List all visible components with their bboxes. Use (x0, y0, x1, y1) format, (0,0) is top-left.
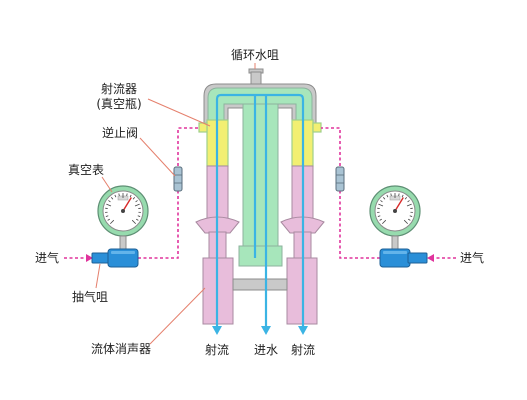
gauge-tick (132, 197, 135, 200)
label-jet-out-right: 射流 (291, 342, 315, 357)
left-suction-nozzle (91, 252, 111, 264)
air-suction-lines (64, 127, 456, 262)
left-valve-shine (111, 251, 135, 254)
callout-check-valve (139, 137, 176, 177)
left-air-inlet-arrowhead (86, 254, 93, 262)
gauge-tick (378, 203, 384, 207)
labels: 循环水咀 射流器 (真空瓶) 逆止阀 真空表 进气 抽气咀 流体消声器 射流 进… (35, 48, 484, 357)
label-air-inlet-left: 进气 (35, 250, 59, 265)
gauge-tick (390, 193, 392, 197)
gauge-tick (108, 200, 111, 203)
gauge-tick (406, 203, 412, 207)
callout-fluid-silencer (149, 287, 206, 345)
gauge-tick (118, 193, 120, 197)
right-suction-valve (379, 248, 428, 268)
jet-flow-line (215, 93, 305, 328)
label-jet-out-left: 射流 (205, 342, 229, 357)
label-air-inlet-right: 进气 (460, 250, 484, 265)
right-suction-nozzle (407, 252, 428, 264)
gauge-tick (126, 193, 128, 197)
water-in-arrowhead (261, 326, 271, 335)
gauge-tick (111, 197, 114, 200)
gauge-tick (129, 194, 132, 198)
label-water-in: 进水 (254, 343, 278, 357)
left-suction-line (138, 127, 199, 259)
gauge-tick (107, 218, 110, 221)
right-suction-line (321, 127, 380, 259)
silencer-crossbar (232, 278, 288, 291)
water-flow (212, 93, 308, 335)
right-air-stub (312, 122, 322, 133)
gauge-tick (398, 193, 400, 197)
label-circulating-water-nozzle: 循环水咀 (231, 48, 279, 62)
left-check-valve (173, 166, 183, 192)
left-suction-valve (91, 248, 139, 268)
right-gauge-stem (391, 235, 399, 251)
gauge-tick (377, 215, 381, 217)
gauge-tick (380, 200, 383, 203)
gauge-tick (404, 197, 407, 200)
callout-ejector (147, 98, 211, 127)
gauge-tick (401, 194, 404, 198)
gauge-needle (122, 197, 132, 212)
center-water-box (238, 245, 283, 267)
circulating-water-nozzle (248, 68, 264, 87)
gauge-tick (135, 200, 138, 203)
gauge-tick (409, 215, 413, 217)
label-suction-nozzle: 抽气咀 (72, 289, 108, 304)
gauge-tick (114, 194, 117, 198)
gauge-tick (407, 200, 410, 203)
gauge-needle (394, 197, 404, 212)
right-valve-shine (383, 251, 407, 254)
right-air-inlet-arrowhead (427, 254, 434, 262)
left-gauge-stem (119, 235, 127, 251)
gauge-tick (134, 203, 140, 207)
gauge-tick (136, 218, 139, 221)
callout-vacuum-gauge (101, 176, 113, 193)
callout-suction-nozzle (95, 263, 101, 289)
right-check-valve-body (335, 166, 345, 192)
left-vacuum-gauge (97, 185, 149, 237)
gauge-tick (383, 197, 386, 200)
gauge-tick (381, 219, 387, 225)
gauge-tick (408, 218, 411, 221)
gauge-tick (386, 194, 389, 198)
left-check-valve-body (173, 166, 183, 192)
gauge-ticks (377, 193, 413, 225)
label-ejector: 射流器 (101, 81, 137, 96)
gauge-hub (393, 209, 397, 213)
right-vacuum-gauge (369, 185, 421, 237)
gauge-tick (379, 218, 382, 221)
label-vacuum-gauge: 真空表 (68, 163, 104, 177)
gauge-tick (106, 203, 112, 207)
gauge-tick (131, 219, 137, 225)
gauge-hub (121, 209, 125, 213)
gauge-tick (109, 219, 115, 225)
gauge-ticks (105, 193, 141, 225)
jet-right-arrowhead (298, 326, 308, 335)
label-ejector-vacuum-bottle: (真空瓶) (96, 97, 141, 111)
right-check-valve (335, 166, 345, 192)
center-water-column (242, 103, 279, 247)
jet-left-arrowhead (212, 326, 222, 335)
label-fluid-silencer: 流体消声器 (91, 342, 151, 356)
gauge-tick (403, 219, 409, 225)
label-check-valve: 逆止阀 (102, 125, 138, 140)
gauge-tick (137, 215, 141, 217)
callout-lines (95, 63, 256, 345)
gauge-tick (105, 215, 109, 217)
